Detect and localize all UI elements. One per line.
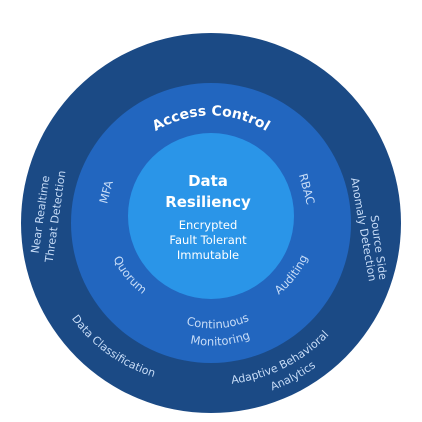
core-feature-fault-tolerant: Fault Tolerant bbox=[169, 233, 247, 247]
core-feature-encrypted: Encrypted bbox=[179, 218, 238, 232]
core-circle bbox=[128, 133, 294, 299]
middle-ring-item-mfa: MFA bbox=[96, 179, 116, 205]
core-feature-immutable: Immutable bbox=[177, 248, 239, 262]
core-title-line1: Data bbox=[188, 172, 228, 190]
core-title-line2: Resiliency bbox=[165, 193, 251, 211]
